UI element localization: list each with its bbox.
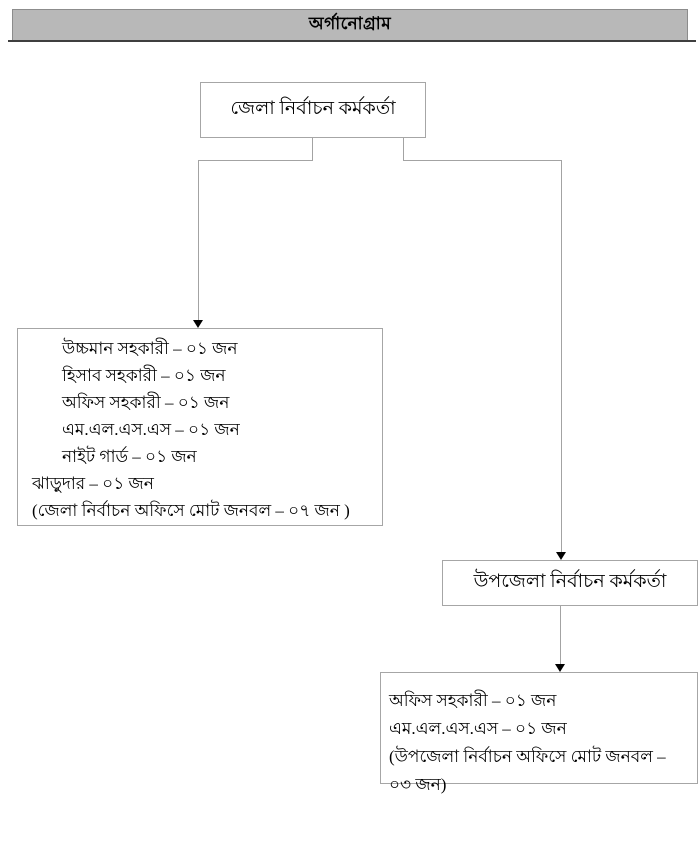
connector-horizontal-left — [198, 160, 313, 161]
header-underline — [8, 40, 696, 42]
district-officer-label: জেলা নির্বাচন কর্মকর্তা — [230, 98, 396, 119]
staff-line: অফিস সহকারী – ০১ জন — [389, 691, 557, 710]
staff-line: উচ্চমান সহকারী – ০১ জন — [62, 339, 238, 358]
page-title: অর্গানোগ্রাম — [308, 14, 392, 33]
staff-line: এম.এল.এস.এস – ০১ জন — [62, 420, 240, 439]
staff-total-line: (জেলা নির্বাচন অফিসে মোট জনবল – ০৭ জন ) — [32, 501, 350, 520]
staff-line: নাইট গার্ড – ০১ জন — [62, 447, 197, 466]
upazila-officer-label: উপজেলা নির্বাচন কর্মকর্তা — [473, 571, 667, 592]
connector-vertical-left — [198, 160, 199, 320]
connector-stub-right — [403, 138, 404, 161]
staff-total-line: (উপজেলা নির্বাচন অফিসে মোট জনবল – ০৩ জন) — [389, 747, 670, 794]
arrow-down-icon — [556, 552, 566, 560]
page-header: অর্গানোগ্রাম — [12, 9, 688, 40]
staff-line: অফিস সহকারী – ০১ জন — [62, 393, 230, 412]
district-officer-box: জেলা নির্বাচন কর্মকর্তা — [200, 82, 426, 138]
arrow-down-icon — [555, 664, 565, 672]
connector-stub-left — [312, 138, 313, 161]
district-staff-box: উচ্চমান সহকারী – ০১ জন হিসাব সহকারী – ০১… — [17, 328, 383, 526]
upazila-officer-box: উপজেলা নির্বাচন কর্মকর্তা — [442, 560, 698, 606]
staff-line: এম.এল.এস.এস – ০১ জন — [389, 719, 567, 738]
staff-line: ঝাড়ুদার – ০১ জন — [32, 474, 154, 493]
connector-horizontal-right — [403, 160, 562, 161]
connector-vertical-right — [561, 160, 562, 552]
staff-line: হিসাব সহকারী – ০১ জন — [62, 366, 226, 385]
upazila-staff-box: অফিস সহকারী – ০১ জন এম.এল.এস.এস – ০১ জন … — [380, 672, 698, 794]
arrow-down-icon — [193, 320, 203, 328]
connector-vertical-mid — [560, 606, 561, 664]
